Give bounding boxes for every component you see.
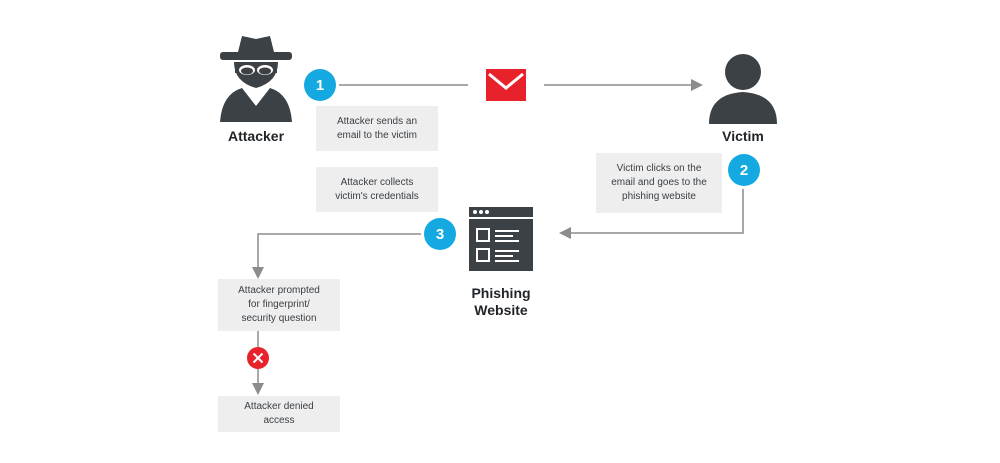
person-icon	[709, 54, 777, 124]
browser-window-icon	[469, 207, 533, 271]
prompt-note: Attacker prompted for fingerprint/ secur…	[218, 279, 340, 331]
denied-note: Attacker denied access	[218, 396, 340, 432]
spy-icon	[220, 36, 292, 122]
x-circle-icon	[247, 347, 269, 369]
victim-to-website-arrow	[559, 186, 744, 239]
envelope-icon	[486, 69, 526, 101]
step-3-text: Attacker collects victim's credentials	[335, 176, 419, 202]
step-3-badge: 3	[424, 218, 456, 250]
step-1-text: Attacker sends an email to the victim	[336, 115, 418, 141]
victim-label: Victim	[722, 128, 764, 144]
website-to-prompt-arrow	[252, 233, 424, 279]
step-2-note: Victim clicks on the email and goes to t…	[596, 153, 722, 213]
step-1-note: Attacker sends an email to the victim	[316, 106, 438, 151]
attacker-label: Attacker	[227, 128, 285, 144]
step-1-badge: 1	[304, 69, 336, 101]
denied-text: Attacker denied access	[244, 401, 314, 426]
step-2-text: Victim clicks on the email and goes to t…	[611, 163, 707, 202]
step-3-note: Attacker collects victim's credentials	[316, 167, 438, 212]
step-2-badge: 2	[728, 154, 760, 186]
phishing-website-label: Phishing Website	[471, 285, 531, 318]
prompt-text: Attacker prompted for fingerprint/ secur…	[238, 285, 320, 324]
